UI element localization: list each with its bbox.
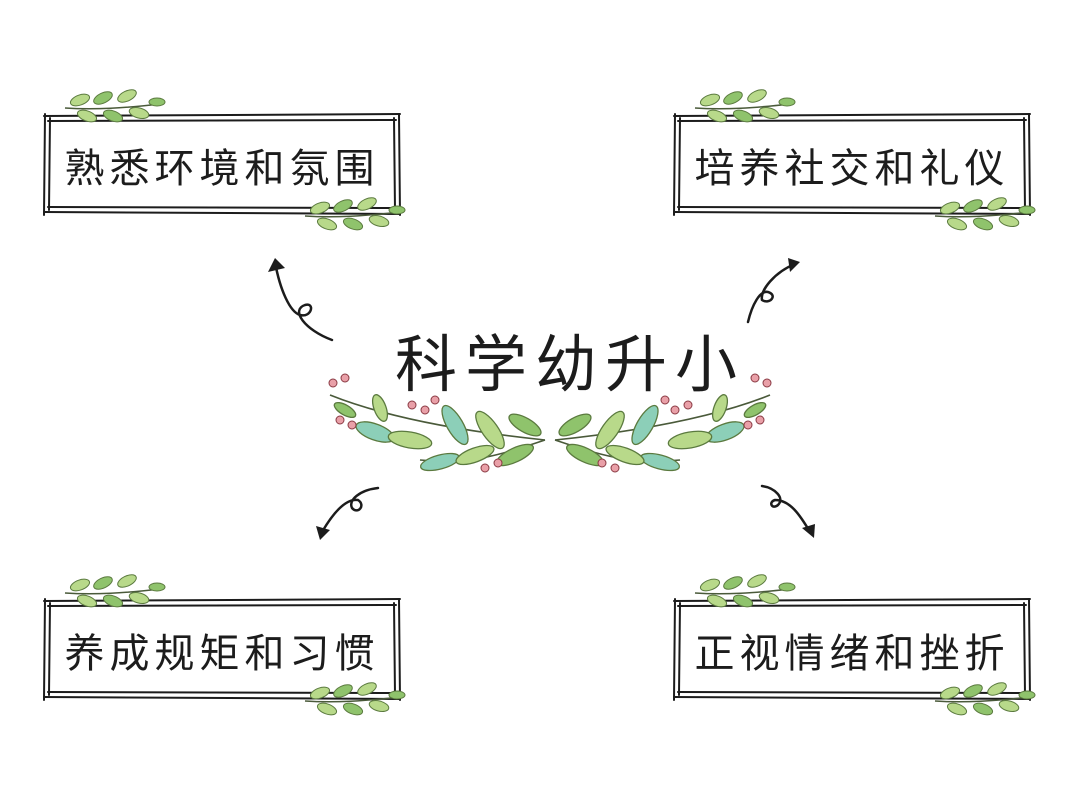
topic-box-bottom-left: 养成规矩和习惯 [42,597,402,702]
topic-box-top-right: 培养社交和礼仪 [672,112,1032,217]
hand-drawn-frame [43,113,401,216]
topic-box-top-left: 熟悉环境和氛围 [42,112,402,217]
central-title: 科学幼升小 [395,328,746,401]
topic-label: 养成规矩和习惯 [64,630,380,677]
hand-drawn-frame [43,598,401,701]
topic-label: 熟悉环境和氛围 [64,145,380,192]
topic-label: 培养社交和礼仪 [694,145,1010,192]
topic-label: 正视情绪和挫折 [694,630,1010,677]
topic-box-bottom-right: 正视情绪和挫折 [672,597,1032,702]
hand-drawn-frame [673,598,1031,701]
